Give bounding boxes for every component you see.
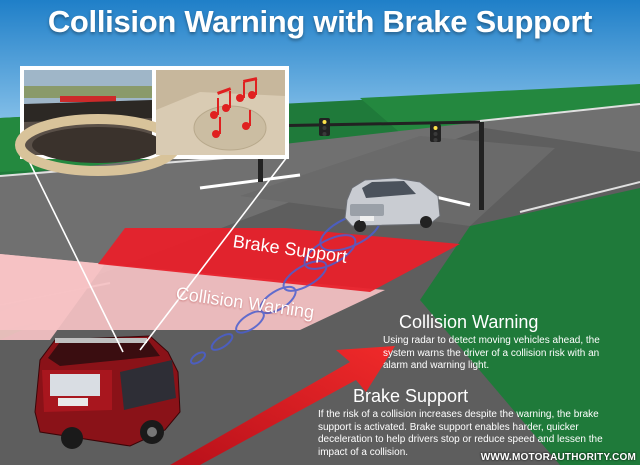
watermark: WWW.MOTORAUTHORITY.COM xyxy=(480,452,636,463)
collision-warning-heading: Collision Warning xyxy=(399,312,539,332)
lead-car xyxy=(344,177,441,232)
dashboard-inset xyxy=(15,66,289,176)
callout-lines xyxy=(26,156,288,353)
driver-car xyxy=(34,335,181,449)
arrow-icon xyxy=(170,346,395,465)
brake-support-description: Brake Support If the risk of a collision… xyxy=(318,386,618,459)
brake-support-heading: Brake Support xyxy=(353,386,469,406)
brake-support-zone xyxy=(98,228,460,292)
page-title: Collision Warning with Brake Support xyxy=(47,4,593,39)
music-note-icon xyxy=(210,77,258,138)
collision-warning-description: Collision Warning Using radar to detect … xyxy=(383,312,615,373)
radar-wave-icon xyxy=(190,212,381,365)
grass-right xyxy=(420,188,640,465)
brake-support-body: If the risk of a collision increases des… xyxy=(318,409,603,458)
collision-warning-body: Using radar to detect moving vehicles ah… xyxy=(383,335,600,371)
